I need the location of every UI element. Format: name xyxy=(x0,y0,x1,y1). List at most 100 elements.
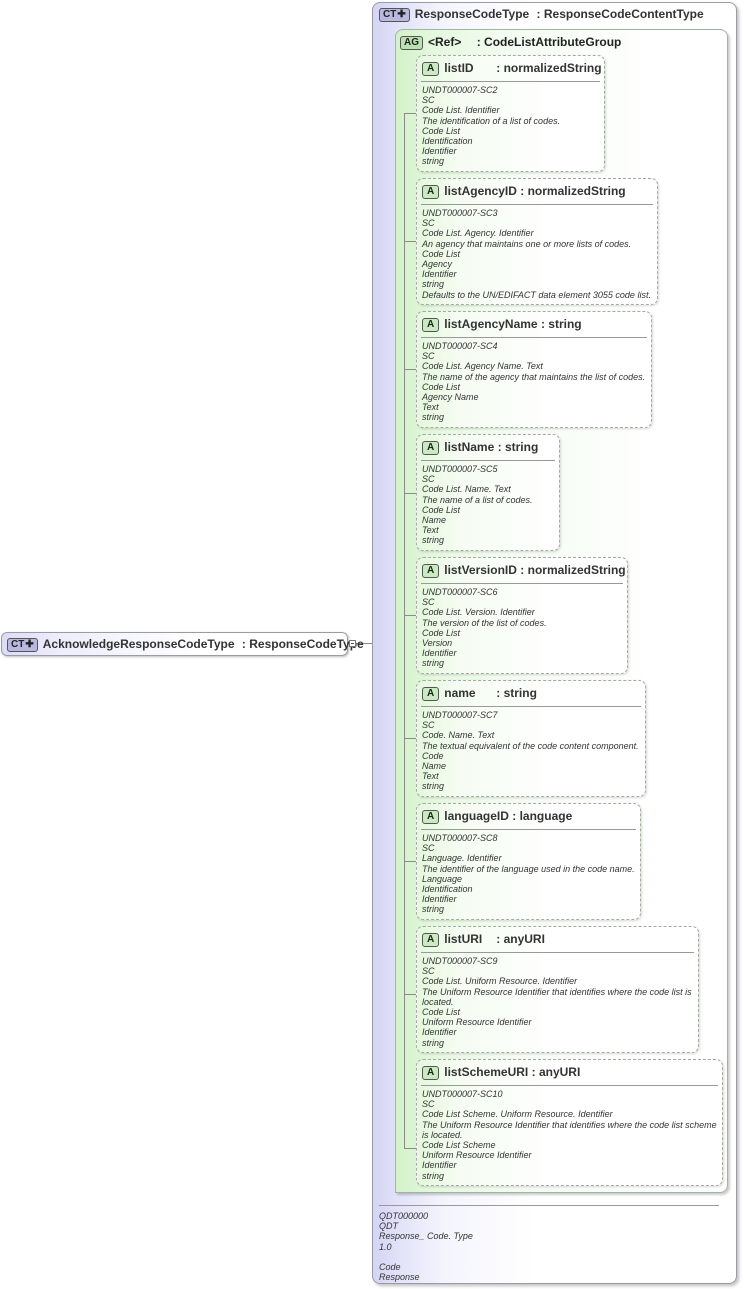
annotation-line: Identification xyxy=(422,136,473,147)
attribute-group-badge-icon: AG xyxy=(400,35,423,50)
attribute-type: : normalizedString xyxy=(520,563,626,577)
annotation-line: Code List. Agency Name. Text xyxy=(422,361,543,372)
annotation-line: string xyxy=(422,412,445,423)
attribute-divider xyxy=(421,337,647,338)
annotation-line: QDT xyxy=(379,1221,398,1232)
annotation-line: 1.0 xyxy=(379,1241,392,1252)
attribute-divider xyxy=(421,952,694,953)
annotation-line: string xyxy=(422,1170,445,1181)
attribute-badge-icon: A xyxy=(422,440,440,455)
annotation-line: Code List Scheme xyxy=(422,1140,496,1151)
annotation-line: The Uniform Resource Identifier that ide… xyxy=(422,1119,717,1140)
attribute-name: listVersionID xyxy=(444,563,517,577)
annotation-line: Identifier xyxy=(422,146,457,157)
annotation-line: Defaults to the UN/EDIFACT data element … xyxy=(422,289,651,300)
complex-type-annotation: QDT000000 QDT Response_ Code. Type 1.0 C… xyxy=(379,1211,473,1282)
attribute-type: : anyURI xyxy=(496,932,545,946)
attribute-badge-icon: A xyxy=(422,317,440,332)
annotation-line: Identifier xyxy=(422,1160,457,1171)
attribute-name: languageID xyxy=(444,809,509,823)
complex-type-box[interactable]: CT✚ResponseCodeType : ResponseCodeConten… xyxy=(372,2,737,1284)
attribute-name: listURI xyxy=(444,932,483,946)
annotation-line: UNDT000007-SC5 xyxy=(422,464,498,474)
connector-attr-3 xyxy=(404,493,416,494)
attribute-type: : language xyxy=(512,809,573,823)
annotation-line: Uniform Resource Identifier xyxy=(422,1017,532,1028)
root-element-title: CT✚AcknowledgeResponseCodeType : Respons… xyxy=(7,637,364,652)
annotation-line: UNDT000007-SC6 xyxy=(422,587,498,597)
annotation-line: SC xyxy=(422,95,435,106)
attribute-badge-icon: A xyxy=(422,61,440,76)
attribute-type: : string xyxy=(540,317,582,331)
attribute-name: listID xyxy=(444,61,474,75)
annotation-line: Code List Scheme. Uniform Resource. Iden… xyxy=(422,1109,613,1120)
annotation-line: SC xyxy=(422,597,435,608)
annotation-line: Code List. Version. Identifier xyxy=(422,607,535,618)
annotation-line: string xyxy=(422,1037,445,1048)
annotation-line: An agency that maintains one or more lis… xyxy=(422,238,632,249)
annotation-line: Code List xyxy=(422,1007,461,1018)
complex-type-divider xyxy=(379,1205,719,1206)
connector-root xyxy=(356,643,372,644)
annotation-line: Identification xyxy=(422,884,473,895)
annotation-line: Code List xyxy=(422,627,461,638)
annotation-line: Code List. Agency. Identifier xyxy=(422,228,534,239)
attribute-annotation: UNDT000007-SC6 SC Code List. Version. Id… xyxy=(422,587,623,669)
root-element-type: : ResponseCodeType xyxy=(241,637,364,651)
annotation-line: UNDT000007-SC7 xyxy=(422,710,498,720)
annotation-line: Text xyxy=(422,525,439,536)
annotation-line: Identifier xyxy=(422,894,457,905)
attribute-divider xyxy=(421,460,555,461)
attribute-name: listAgencyID xyxy=(444,184,517,198)
annotation-line: The name of the agency that maintains th… xyxy=(422,371,646,382)
attribute-type: : anyURI xyxy=(531,1065,581,1079)
annotation-line: The textual equivalent of the code conte… xyxy=(422,740,639,751)
annotation-line: SC xyxy=(422,351,435,362)
attribute-divider xyxy=(421,706,641,707)
attribute-annotation: UNDT000007-SC7 SC Code. Name. Text The t… xyxy=(422,710,641,792)
annotation-line: UNDT000007-SC8 xyxy=(422,833,498,843)
attribute-divider xyxy=(421,204,653,205)
annotation-line: The identification of a list of codes. xyxy=(422,115,561,126)
attribute-badge-icon: A xyxy=(422,686,440,701)
connector-attr-1 xyxy=(404,241,416,242)
annotation-line: string xyxy=(422,904,445,915)
attribute-annotation: UNDT000007-SC3 SC Code List. Agency. Ide… xyxy=(422,208,653,300)
annotation-line: Code List xyxy=(422,504,461,515)
root-element-box[interactable]: CT✚AcknowledgeResponseCodeType : Respons… xyxy=(1,632,364,656)
annotation-line: SC xyxy=(422,218,435,229)
attribute-divider xyxy=(421,583,623,584)
annotation-line: SC xyxy=(422,843,435,854)
annotation-line: Language. Identifier xyxy=(422,853,502,864)
annotation-line: UNDT000007-SC4 xyxy=(422,341,498,351)
complex-type-type: : ResponseCodeContentType xyxy=(536,7,704,21)
annotation-line: UNDT000007-SC2 xyxy=(422,85,498,95)
annotation-line: Code List. Identifier xyxy=(422,105,500,116)
annotation-line: SC xyxy=(422,720,435,731)
attribute-annotation: UNDT000007-SC4 SC Code List. Agency Name… xyxy=(422,341,647,423)
annotation-line: Code List xyxy=(422,248,461,259)
collapse-toggle-icon[interactable] xyxy=(349,640,356,647)
annotation-line: The Uniform Resource Identifier that ide… xyxy=(422,986,692,1007)
annotation-line: string xyxy=(422,156,445,167)
connector-attr-4 xyxy=(404,615,416,616)
complex-type-badge-icon: CT✚ xyxy=(7,637,38,652)
annotation-line: Code List. Name. Text xyxy=(422,484,511,495)
annotation-line: Identifier xyxy=(422,269,457,280)
annotation-line: Name xyxy=(422,515,447,526)
annotation-line: Agency Name xyxy=(422,392,479,403)
